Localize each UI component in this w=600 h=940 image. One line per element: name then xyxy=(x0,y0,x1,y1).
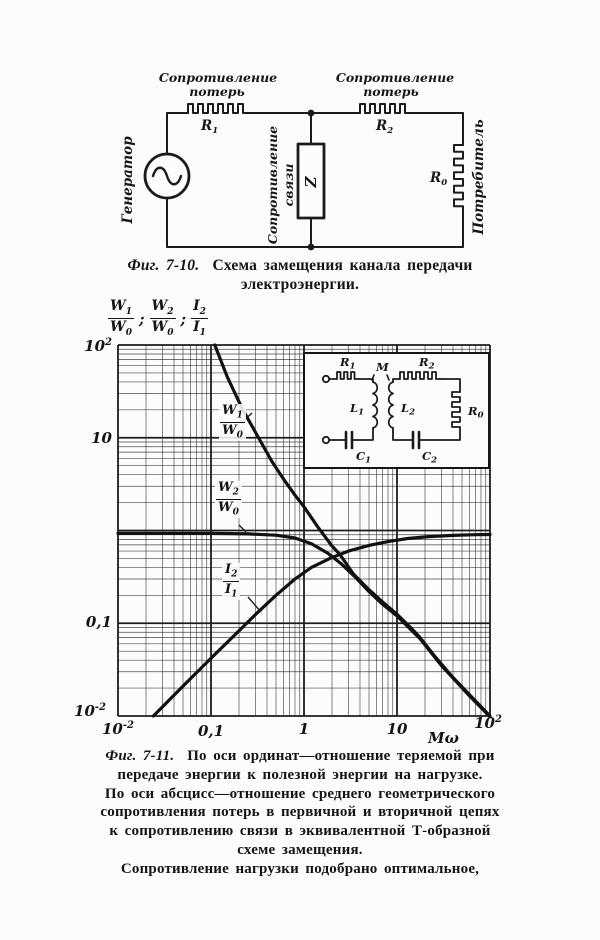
r0-label: R0 xyxy=(429,170,447,188)
curve-label-i2-i1: I2 I1 xyxy=(222,563,241,601)
separator: ; xyxy=(180,309,187,328)
mutual-coupling-marks xyxy=(371,374,390,381)
separator: ; xyxy=(139,309,145,328)
r0-label: R0 xyxy=(467,404,484,421)
resistor-r2 xyxy=(399,371,441,380)
coil-l2 xyxy=(387,381,394,429)
fraction-w1-w0: W1 W0 xyxy=(108,298,134,339)
junction-dot-bottom xyxy=(307,243,315,251)
fig-7-10-circuit: Сопротивление потерь R1 Сопротивление по… xyxy=(120,70,487,251)
y-axis-title: W1 W0 ; W2 W0 ; I2 I1 xyxy=(108,299,208,338)
fraction-w2-w0: W2 W0 xyxy=(149,298,176,339)
z-label: Z xyxy=(302,175,320,188)
coupling-label-1: Сопротивление xyxy=(265,126,280,244)
resistor-r0 xyxy=(453,144,464,214)
inset-circuit-box: M R1 R2 R0 L1 L2 C1 C2 xyxy=(303,352,490,469)
fig-7-11-caption-line-4: сопротивления потерь в первичной и втори… xyxy=(100,804,500,821)
consumer-label: Потребитель xyxy=(471,119,487,235)
curve-w2-w0 xyxy=(116,531,492,719)
fig-7-11-caption-line-5: к сопротивлению связи в эквивалентной Т-… xyxy=(109,823,491,840)
l1-label: L1 xyxy=(349,401,364,418)
x-tick-1: 1 xyxy=(298,720,310,738)
x-axis-title: Mω xyxy=(428,729,459,747)
r2-label: R2 xyxy=(418,355,435,372)
y-tick-0_01: 10-2 xyxy=(74,702,106,720)
loss-left-label-2: потерь xyxy=(189,84,245,99)
fig-7-11-caption-line-7: Сопротивление нагрузки подобрано оптимал… xyxy=(120,860,480,877)
x-tick-0_1: 0,1 xyxy=(197,722,225,740)
fig-7-11-caption-line-6: схеме замещения. xyxy=(237,841,363,858)
loss-right-label-2: потерь xyxy=(363,84,419,99)
curve-i2-i1 xyxy=(151,532,492,718)
curve-label-w2-w0: W2 W0 xyxy=(215,481,242,519)
x-tick-0_01: 10-2 xyxy=(102,720,134,738)
r1-label: R1 xyxy=(200,118,218,136)
fig-7-11-caption-line-1: Фиг. 7-11. По оси ординат—отношение теря… xyxy=(105,748,495,764)
x-tick-10: 10 xyxy=(386,720,408,738)
junction-dot-top xyxy=(307,109,315,117)
coupling-label-2: связи xyxy=(281,164,296,207)
generator-label: Генератор xyxy=(120,136,136,225)
resistor-r1 xyxy=(187,103,249,114)
y-tick-10: 10 xyxy=(91,429,112,447)
fig-7-11-caption-line-3: По оси абсцисс—отношение среднего геомет… xyxy=(104,785,496,802)
coil-l1 xyxy=(372,381,379,429)
wire xyxy=(328,378,461,441)
fig-7-11-caption: Фиг. 7-11. По оси ординат—отношение теря… xyxy=(48,747,552,879)
x-tick-100: 102 xyxy=(474,714,502,732)
y-tick-100: 102 xyxy=(84,337,112,355)
generator-symbol xyxy=(143,152,191,200)
c1-label: C1 xyxy=(356,449,371,466)
capacitor-c2 xyxy=(411,430,421,450)
loss-left-label-1: Сопротивление xyxy=(159,70,277,85)
curve-label-w1-w0: W1 W0 xyxy=(219,404,246,442)
label-leader-line xyxy=(247,596,262,613)
sine-icon xyxy=(151,166,183,186)
r2-label: R2 xyxy=(375,118,393,136)
label-leader-line xyxy=(238,524,247,533)
c2-label: C2 xyxy=(422,449,437,466)
y-tick-0_1: 0,1 xyxy=(85,613,112,631)
impedance-z-box xyxy=(296,142,326,220)
resistor-r0 xyxy=(451,391,461,428)
fig-7-10-caption-line-2: электроэнергии. xyxy=(240,276,360,293)
resistor-r1 xyxy=(336,371,359,380)
resistor-r2 xyxy=(359,103,411,114)
fig-7-10-caption: Фиг. 7-10. Схема замещения канала переда… xyxy=(0,256,600,294)
fig-7-10-caption-line-1: Фиг. 7-10. Схема замещения канала переда… xyxy=(127,257,473,274)
fraction-i2-i1: I2 I1 xyxy=(191,298,208,339)
r1-label: R1 xyxy=(339,355,355,372)
capacitor-c1 xyxy=(344,430,354,450)
m-label: M xyxy=(375,360,390,374)
fig-7-11-caption-line-2: передаче энергии к полезной энергии на н… xyxy=(117,766,483,783)
l2-label: L2 xyxy=(400,401,415,418)
wire xyxy=(166,112,464,248)
loss-right-label-1: Сопротивление xyxy=(336,70,454,85)
fig-7-11-inset-circuit: M R1 R2 R0 L1 L2 C1 C2 xyxy=(321,355,484,466)
